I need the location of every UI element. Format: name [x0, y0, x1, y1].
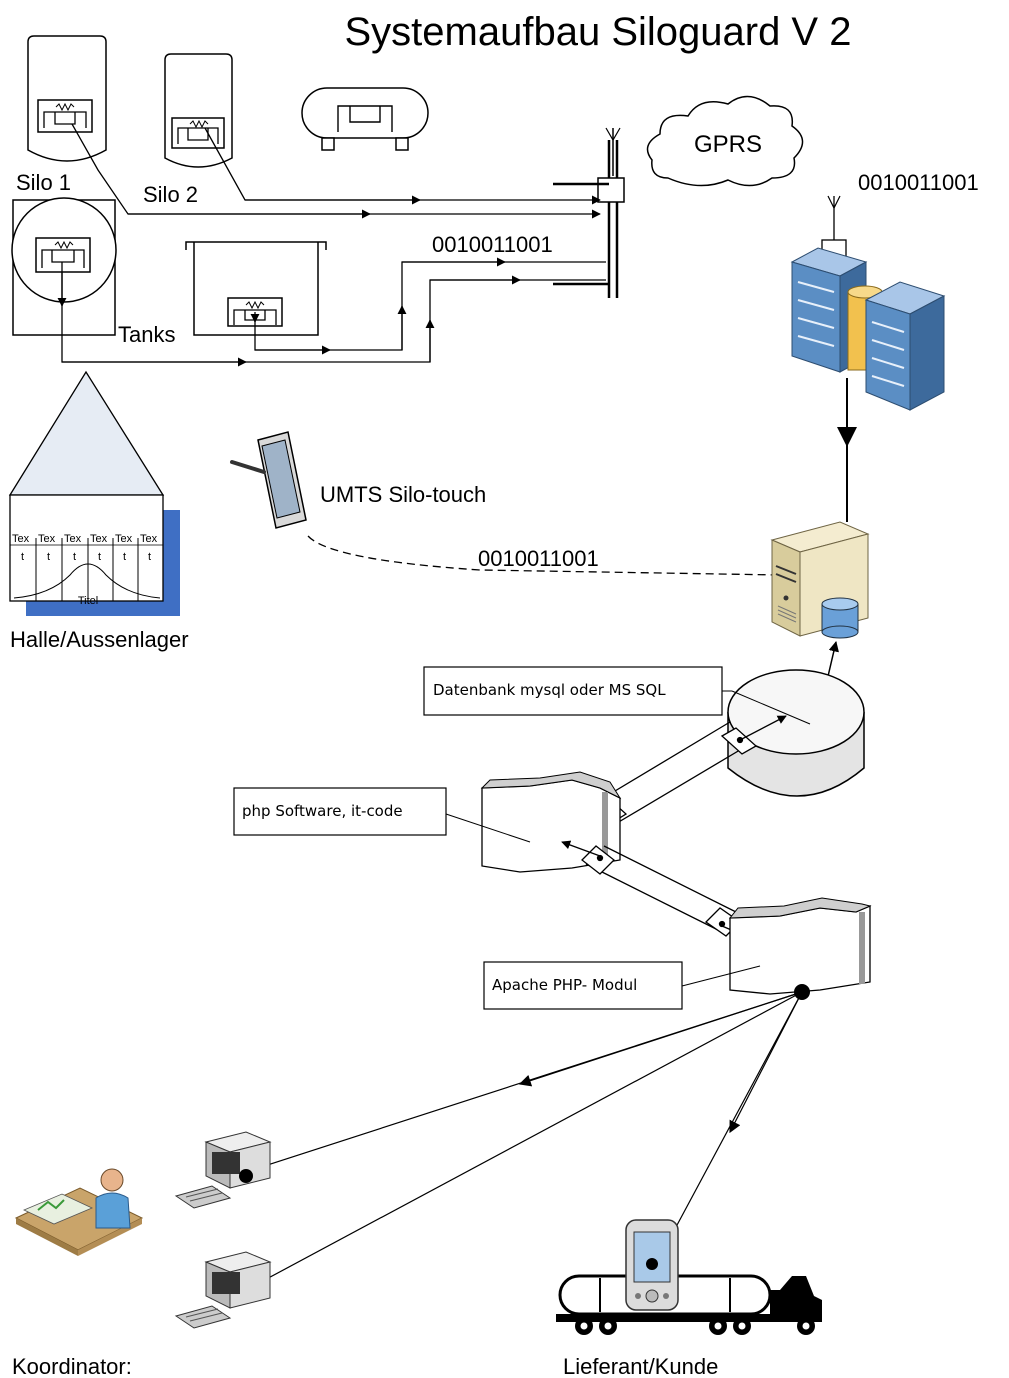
umts-label: UMTS Silo-touch [320, 482, 486, 507]
distribution-lines [245, 991, 803, 1291]
halle-label: Halle/Aussenlager [10, 627, 189, 652]
datacenter-server-icon [790, 195, 946, 411]
halle-cell-2: t [47, 551, 50, 563]
php-callout: php Software, it-code [233, 787, 531, 843]
database-cylinder-icon [727, 669, 865, 797]
tablet-link [307, 535, 781, 576]
halle-cell-1: t [21, 551, 24, 563]
tanks-label: Tanks [118, 322, 175, 347]
halle-header-5: Tex [115, 533, 133, 545]
silo-2-label: Silo 2 [143, 182, 198, 207]
halle-header-2: Tex [38, 533, 56, 545]
lieferant-label: Lieferant/Kunde [563, 1354, 718, 1378]
koordinator-label: Koordinator: [12, 1354, 132, 1378]
apache-block [728, 897, 872, 1000]
silo-1-label: Silo 1 [16, 170, 71, 195]
datenbank-callout: Datenbank mysql oder MS SQL [423, 666, 811, 725]
pc-2-icon [174, 1251, 272, 1329]
tablet-icon [230, 431, 307, 529]
binary-tanks-label: 0010011001 [432, 232, 553, 257]
basin-tank-icon [185, 241, 327, 336]
halle-cell-4: t [98, 551, 101, 563]
halle-cell-5: t [123, 551, 126, 563]
tanker-truck-icon [556, 1274, 822, 1335]
datenbank-callout-text: Datenbank mysql oder MS SQL [433, 681, 666, 699]
apache-callout-text: Apache PHP- Modul [492, 976, 637, 994]
gprs-label: GPRS [694, 131, 762, 158]
halle-header-3: Tex [64, 533, 82, 545]
apache-callout: Apache PHP- Modul [483, 961, 761, 1010]
halle-cell-3: t [73, 551, 76, 563]
halle-chart-headers: Tex Tex Tex Tex Tex Tex t t t t t t Tite… [12, 533, 158, 607]
coordinator-person-icon [14, 1168, 144, 1256]
binary-server-label: 0010011001 [858, 170, 979, 195]
silo-2-icon [164, 53, 233, 168]
silo-1-icon [27, 35, 107, 162]
sensor-connections [57, 123, 606, 367]
gprs-cloud-icon [646, 95, 804, 187]
round-tank-icon [11, 197, 117, 336]
halle-chart-caption: Titel [78, 595, 98, 607]
php-software-block [480, 771, 622, 873]
php-callout-text: php Software, it-code [242, 802, 403, 820]
diagram-title: Systemaufbau Siloguard V 2 [345, 10, 852, 54]
horizontal-tank-icon [301, 87, 429, 151]
pc-1-icon [174, 1131, 272, 1209]
binary-tablet-label: 0010011001 [478, 546, 599, 571]
halle-icon [8, 370, 180, 616]
pda-icon [625, 1219, 679, 1311]
halle-header-6: Tex [140, 533, 158, 545]
halle-cell-6: t [148, 551, 151, 563]
halle-header-4: Tex [90, 533, 108, 545]
halle-header-1: Tex [12, 533, 30, 545]
antenna-bus [553, 127, 625, 298]
web-server-icon [770, 521, 870, 639]
